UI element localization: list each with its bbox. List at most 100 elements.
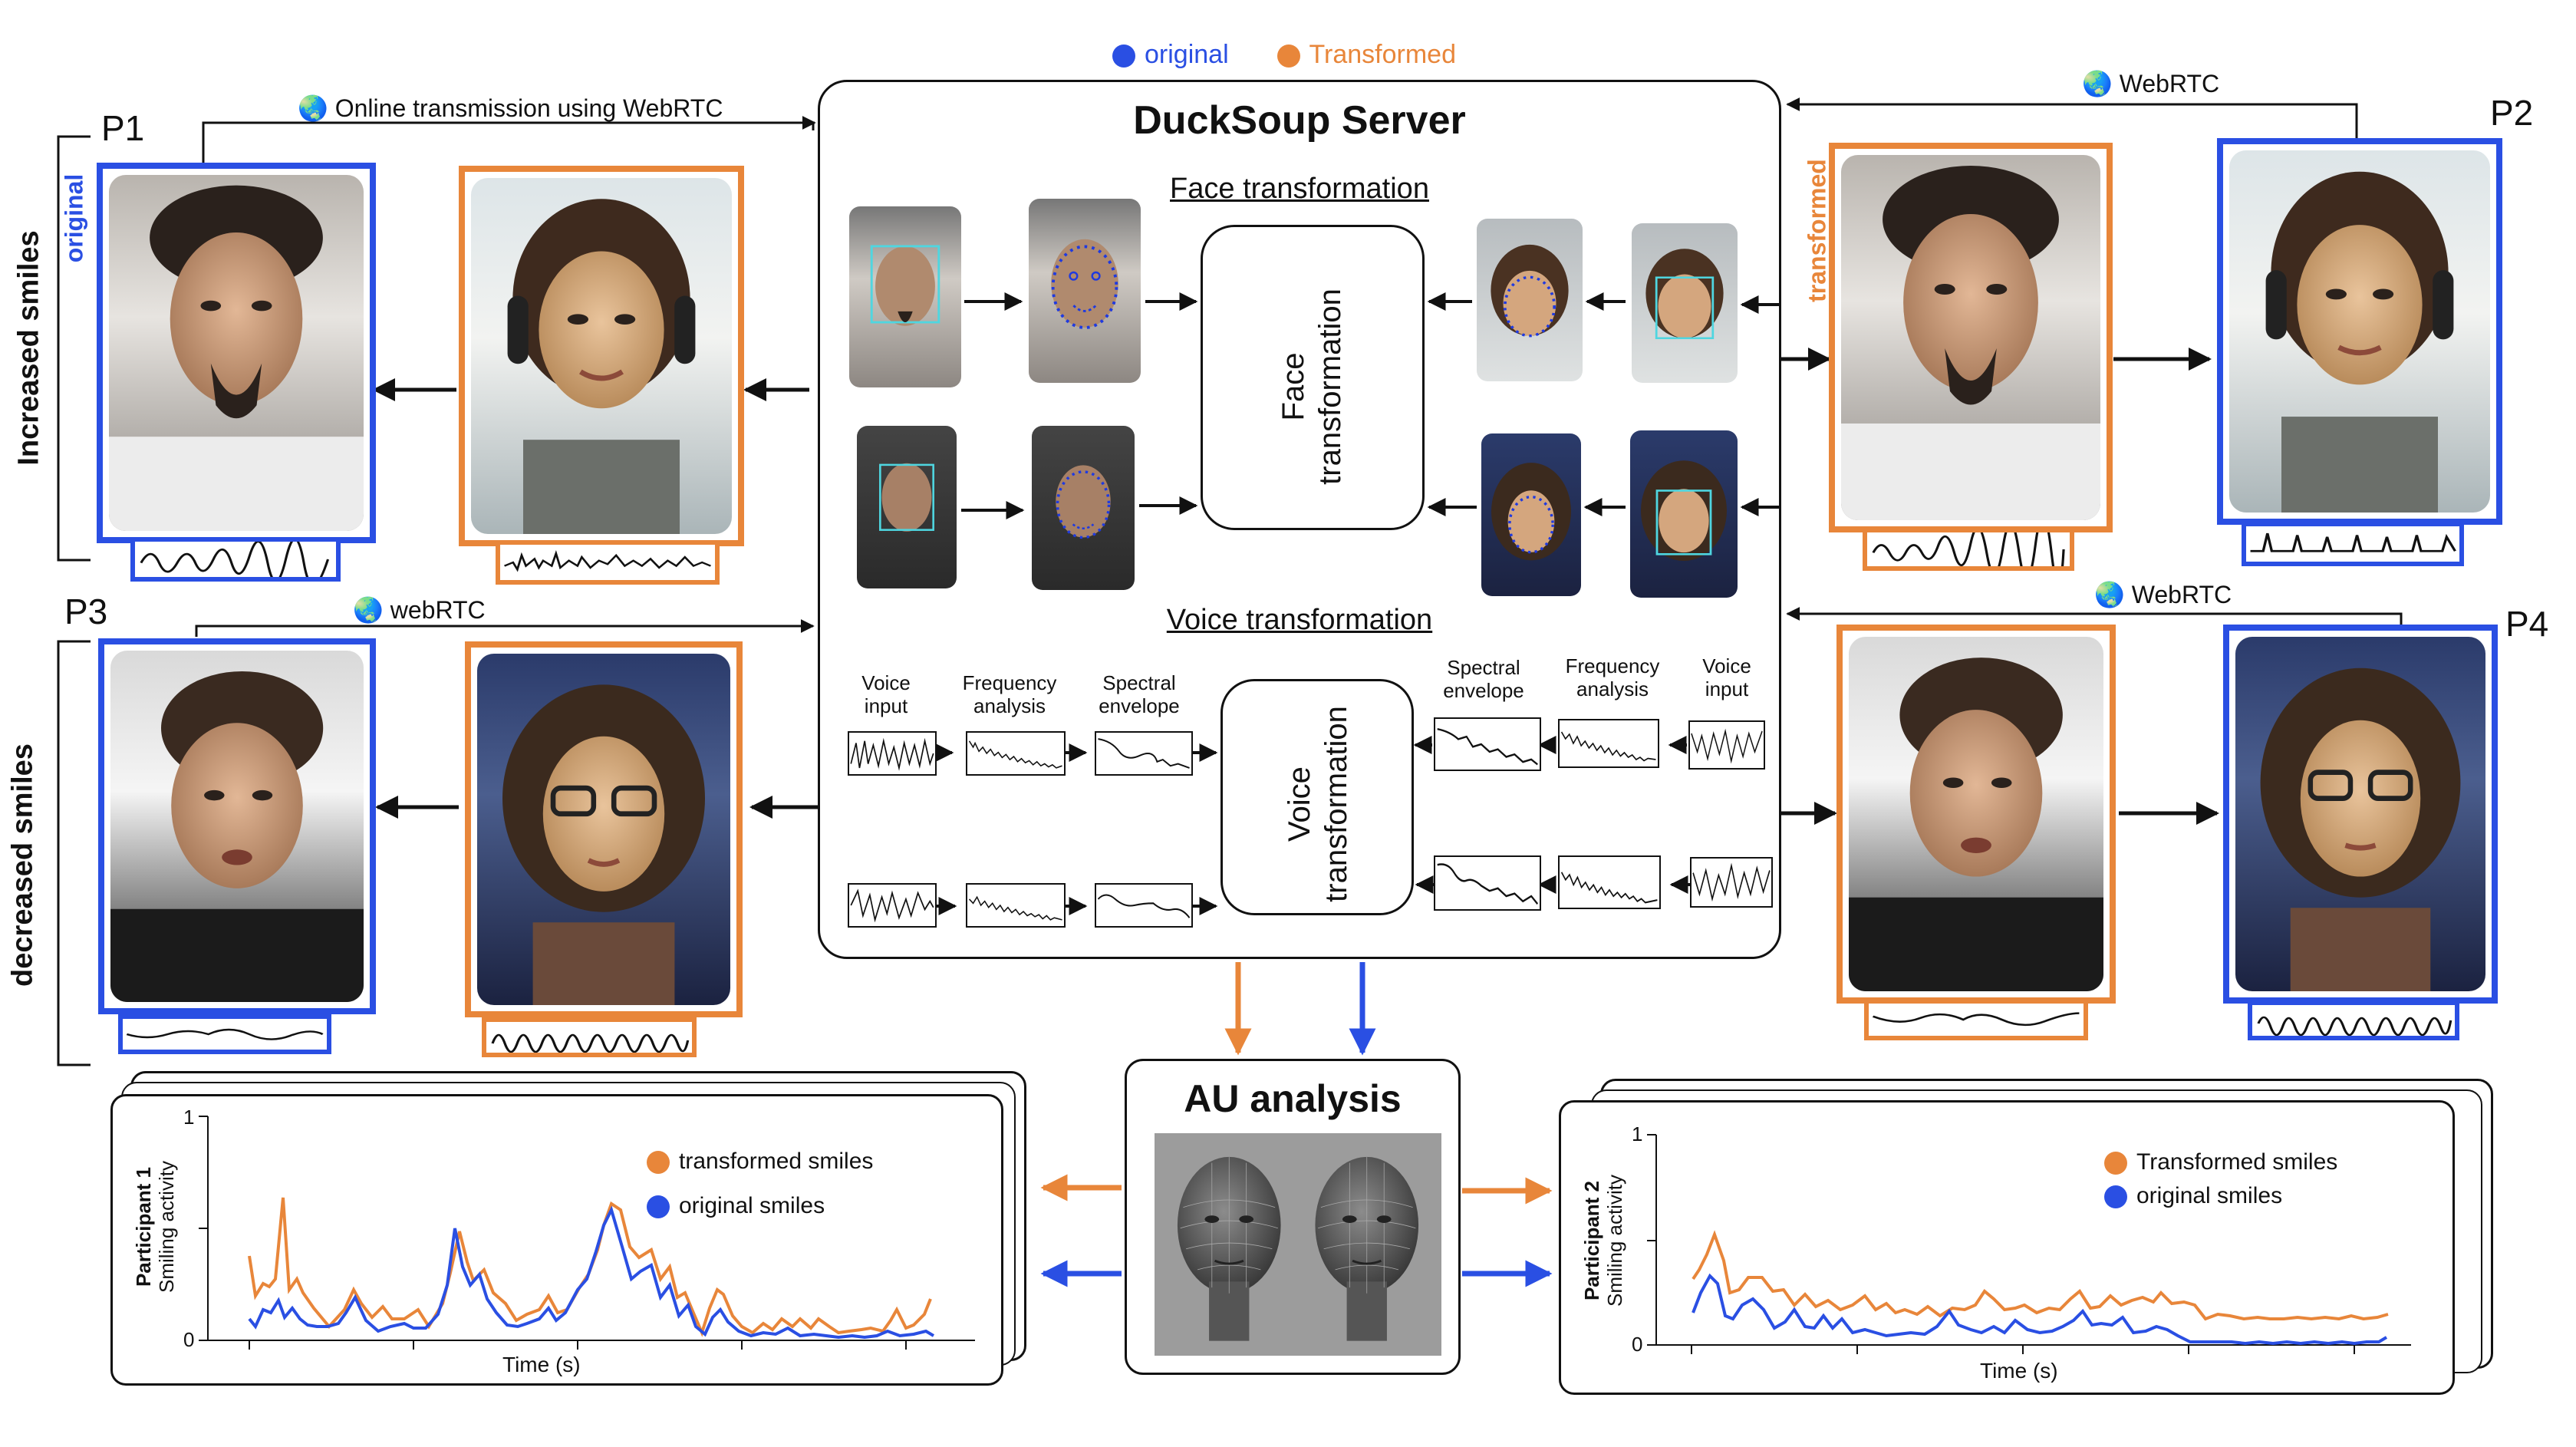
left-plot-ytick-top: 1 [183, 1106, 195, 1129]
p4-original-waveform [2248, 1000, 2459, 1040]
right-transformed-line [1692, 1230, 2389, 1321]
right-plot-ytick-bottom: 0 [1632, 1333, 1643, 1356]
globe-icon: 🌏 [2082, 70, 2113, 97]
3d-head-models [1155, 1133, 1441, 1356]
woman-face-illustration [507, 199, 696, 534]
frequency-analysis-bottom-left [966, 883, 1066, 928]
face-landmarks-thumbnail-bottom-right [1481, 433, 1581, 596]
server-arrows [935, 292, 1780, 915]
au-analysis-panel: AU analysis [1125, 1059, 1461, 1375]
legend-item-original: original smiles [2104, 1179, 2337, 1213]
globe-icon: 🌏 [298, 94, 328, 122]
left-plot-xlabel: Time (s) [502, 1353, 581, 1376]
spectral-envelope-bottom-left [1095, 883, 1193, 928]
spectral-envelope-top-right [1434, 717, 1541, 771]
p2-transmission-line [1786, 97, 2358, 141]
p3-transmission-label: 🌏 webRTC [353, 596, 486, 624]
p1-transformed-waveform-right [1863, 528, 2074, 571]
p3-transformed-waveform-right [1864, 999, 2088, 1040]
man-face-illustration [1849, 658, 2103, 991]
p1-transmission-label: 🌏 Online transmission using WebRTC [298, 94, 723, 122]
p2-transformed-waveform-left [496, 540, 720, 585]
voice-transformation-section-title: Voice transformation [1166, 604, 1433, 636]
legend-transformed-label: Transformed [1309, 40, 1456, 69]
p1-original-video [97, 163, 376, 543]
face-landmarks-thumbnail-top-left [1029, 199, 1141, 383]
left-original-line [248, 1205, 935, 1340]
right-original-line [1692, 1273, 2388, 1346]
voice-input-waveform-bottom-right [1690, 857, 1773, 908]
man-face-illustration [110, 671, 364, 1002]
participant-p2-label: P2 [2490, 93, 2534, 133]
woman-face-illustration [2265, 171, 2454, 513]
p4-original-video [2223, 625, 2498, 1004]
face-input-thumbnail-top-left [849, 206, 961, 387]
p3-transmission-line [195, 619, 815, 637]
legend-item-original: original smiles [647, 1184, 873, 1228]
au-analysis-title: AU analysis [1184, 1077, 1402, 1120]
p1-original-waveform [130, 537, 341, 582]
p3-original-waveform [118, 1014, 331, 1054]
participant-p3-label: P3 [64, 592, 108, 631]
original-legend-dot [1112, 44, 1135, 68]
p4-transmission-label: 🌏 WebRTC [2094, 581, 2232, 608]
spectral-envelope-bottom-right [1434, 855, 1541, 911]
left-plot-legend: transformed smiles original smiles [647, 1139, 873, 1228]
participant-p1-label: P1 [101, 108, 145, 148]
globe-icon: 🌏 [353, 596, 384, 624]
transformed-side-label: transformed [1803, 159, 1831, 302]
globe-icon: 🌏 [2094, 581, 2125, 608]
face-input-thumbnail-bottom-right [1630, 430, 1738, 598]
frequency-analysis-top-left [966, 731, 1066, 776]
p1-transformed-video-right [1829, 143, 2113, 532]
frequency-analysis-bottom-right [1558, 855, 1661, 909]
p4-transformed-waveform-left [482, 1017, 697, 1057]
right-smile-chart [1647, 1134, 2411, 1354]
face-landmarks-thumbnail-bottom-left [1032, 426, 1135, 590]
left-plot-ytick-bottom: 0 [183, 1328, 195, 1351]
top-legend: original Transformed [1112, 40, 1456, 70]
p2-original-video [2217, 138, 2502, 525]
transformed-legend-dot [1276, 44, 1300, 68]
decreased-bracket [57, 640, 91, 1066]
face-input-thumbnail-bottom-left [857, 426, 957, 588]
p2-transformed-video-left [459, 166, 744, 546]
original-side-label: original [60, 173, 88, 263]
server-title: DuckSoup Server [1133, 98, 1466, 143]
legend-item-transformed: transformed smiles [647, 1139, 873, 1184]
woman-face-illustration [502, 684, 705, 1005]
p4-transmission-line [1786, 607, 2403, 625]
right-plot-ytick-top: 1 [1632, 1122, 1643, 1145]
increased-smiles-label: Increased smiles [12, 230, 45, 466]
woman-face-illustration [2260, 667, 2461, 991]
p3-original-video [98, 638, 376, 1014]
p2-original-waveform [2242, 522, 2464, 566]
p3-transformed-video-right [1836, 625, 2116, 1004]
p2-transmission-label: 🌏 WebRTC [2082, 70, 2220, 97]
voice-input-waveform-top-right [1688, 720, 1765, 770]
man-face-illustration [109, 185, 364, 531]
man-face-illustration [1841, 166, 2100, 520]
p1-transmission-line [202, 121, 815, 163]
ducksoup-server-panel: DuckSoup Server Face transformation Voic… [818, 80, 1781, 959]
right-plot-xlabel: Time (s) [1980, 1359, 2058, 1383]
face-transformation-section-title: Face transformation [1170, 173, 1429, 205]
legend-original-label: original [1145, 40, 1229, 69]
spectral-envelope-top-left [1095, 731, 1193, 776]
voice-input-waveform-top-left [848, 731, 937, 776]
legend-item-transformed: Transformed smiles [2104, 1145, 2337, 1179]
increased-bracket [57, 135, 91, 562]
left-smile-chart [199, 1116, 975, 1350]
